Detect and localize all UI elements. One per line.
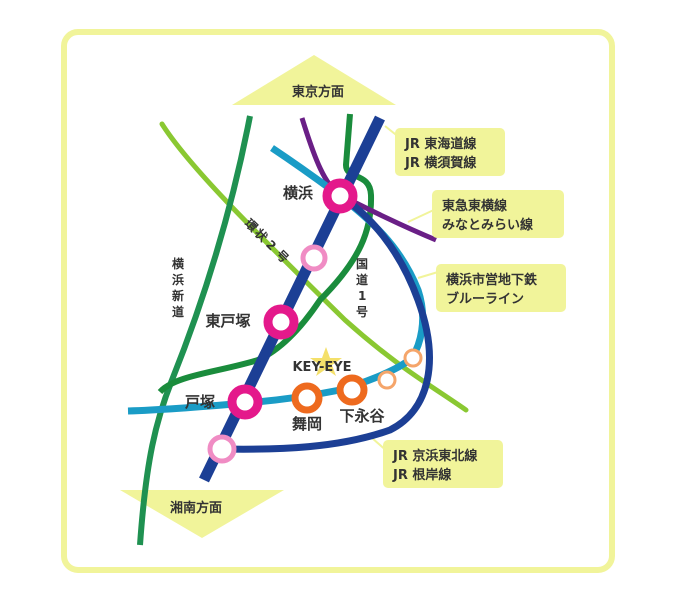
station-label-shimonagaya: 下永谷 <box>339 407 385 425</box>
yokohama-shindo-road <box>137 115 253 546</box>
svg-text:JR 横須賀線: JR 横須賀線 <box>404 155 477 171</box>
jr-tokaido-yokosuka-line <box>199 115 385 483</box>
svg-text:みなとみらい線: みなとみらい線 <box>442 217 534 233</box>
svg-text:横浜市営地下鉄: 横浜市営地下鉄 <box>446 272 537 288</box>
station-ofuna <box>207 434 237 464</box>
label-tokyu-minatomirai: 東急東横線 みなとみらい線 <box>432 190 564 238</box>
station-label-maioka: 舞岡 <box>292 415 322 433</box>
svg-text:JR 京浜東北線: JR 京浜東北線 <box>392 448 478 464</box>
svg-text:新: 新 <box>172 288 184 303</box>
label-jr-tokaido-yokosuka: JR 東海道線 JR 横須賀線 <box>395 128 505 176</box>
station-hodogaya <box>300 244 328 272</box>
svg-text:道: 道 <box>356 272 368 287</box>
svg-text:横: 横 <box>172 256 185 271</box>
station-subway-2 <box>403 348 423 368</box>
svg-text:国: 国 <box>356 257 368 271</box>
tokyo-direction-label: 東京方面 <box>292 84 344 100</box>
station-maioka: 舞岡 <box>291 382 323 433</box>
yokohama-shindo-label: 横 浜 新 道 <box>172 256 185 319</box>
label-jr-keihin-negishi: JR 京浜東北線 JR 根岸線 <box>383 440 503 488</box>
svg-text:東急東横線: 東急東横線 <box>442 198 508 214</box>
svg-text:浜: 浜 <box>172 272 184 287</box>
station-totsuka: 戸塚 <box>185 384 263 420</box>
svg-text:1: 1 <box>358 289 366 303</box>
route-1-label: 国 道 1 号 <box>356 257 368 319</box>
shonan-direction-arrow: 湘南方面 <box>120 490 284 538</box>
label-subway-blueline: 横浜市営地下鉄 ブルーライン <box>436 264 566 312</box>
svg-text:JR 東海道線: JR 東海道線 <box>404 136 477 152</box>
route-1-road <box>157 113 375 395</box>
tokyo-direction-arrow: 東京方面 <box>232 55 396 105</box>
key-eye-landmark: KEY-EYE <box>292 347 352 376</box>
station-label-higashi-totsuka: 東戸塚 <box>205 312 250 330</box>
svg-text:号: 号 <box>356 304 368 319</box>
station-subway-1 <box>377 370 397 390</box>
station-shimonagaya: 下永谷 <box>336 374 385 425</box>
svg-text:ブルーライン: ブルーライン <box>446 291 524 307</box>
station-label-yokohama: 横浜 <box>283 184 313 202</box>
svg-text:道: 道 <box>172 304 184 319</box>
jr-keihin-negishi-line <box>221 193 433 453</box>
station-label-totsuka: 戸塚 <box>185 393 215 411</box>
station-yokohama: 横浜 <box>283 178 358 214</box>
key-eye-label: KEY-EYE <box>292 360 351 375</box>
shonan-direction-label: 湘南方面 <box>170 500 222 516</box>
svg-text:JR 根岸線: JR 根岸線 <box>392 467 452 483</box>
station-higashi-totsuka: 東戸塚 <box>205 304 299 340</box>
